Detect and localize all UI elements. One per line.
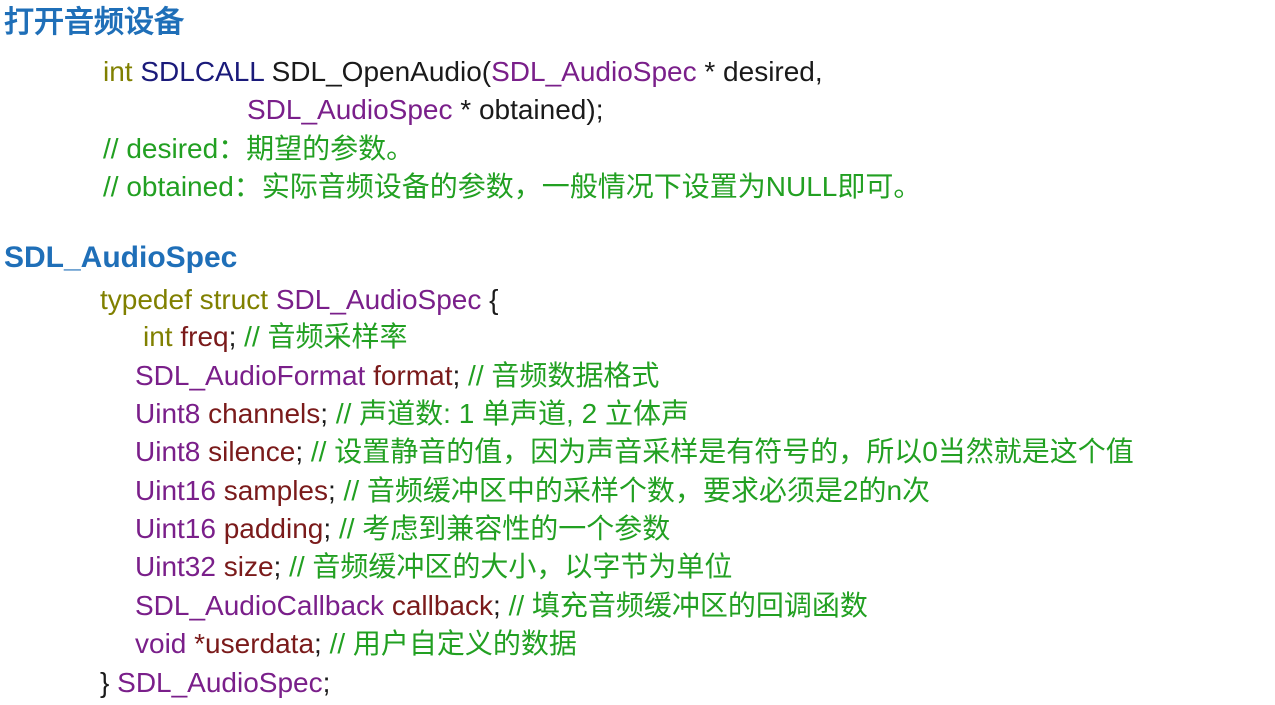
code-line-open-audio-signature: int SDLCALL SDL_OpenAudio(SDL_AudioSpec …	[103, 58, 823, 86]
section-heading-open-audio: 打开音频设备	[4, 6, 184, 39]
field-comment: // 用户自定义的数据	[329, 628, 577, 659]
close-brace: }	[100, 667, 110, 698]
semicolon: ;	[322, 667, 331, 698]
struct-field-format: SDL_AudioFormat format; // 音频数据格式	[135, 360, 660, 391]
field-type: int	[143, 321, 173, 352]
struct-field-size: Uint32 size; // 音频缓冲区的大小，以字节为单位	[135, 551, 733, 582]
field-type: SDL_AudioCallback	[135, 590, 385, 621]
struct-field-samples: Uint16 samples; // 音频缓冲区中的采样个数，要求必须是2的n次	[135, 475, 931, 506]
open-brace: {	[481, 284, 499, 315]
field-name: padding	[223, 513, 324, 544]
field-comment: // 考虑到兼容性的一个参数	[338, 513, 671, 544]
field-name: channels	[208, 398, 321, 429]
field-comment: // 填充音频缓冲区的回调函数	[508, 590, 868, 621]
comment-desired: // desired：期望的参数。	[103, 133, 415, 164]
field-comment: // 设置静音的值，因为声音采样是有符号的，所以0当然就是这个值	[310, 436, 1134, 467]
field-type: Uint16	[135, 475, 216, 506]
field-type: Uint8	[135, 436, 201, 467]
field-comment: // 音频缓冲区中的采样个数，要求必须是2的n次	[343, 475, 931, 506]
field-comment: // 音频采样率	[244, 321, 408, 352]
struct-field-channels: Uint8 channels; // 声道数: 1 单声道, 2 立体声	[135, 398, 689, 429]
comment-obtained: // obtained：实际音频设备的参数，一般情况下设置为NULL即可。	[103, 171, 922, 202]
code-line-typedef-close: } SDL_AudioSpec;	[100, 669, 330, 697]
field-name: format	[373, 360, 453, 391]
field-comment: // 音频数据格式	[468, 360, 660, 391]
section-heading-audiospec: SDL_AudioSpec	[4, 241, 238, 274]
code-line-open-audio-param2: SDL_AudioSpec * obtained);	[247, 96, 603, 124]
struct-name: SDL_AudioSpec	[275, 284, 482, 315]
field-name: callback	[391, 590, 493, 621]
param-obtained: * obtained);	[452, 94, 604, 125]
macro-sdlcall: SDLCALL	[140, 56, 264, 87]
type-audiospec: SDL_AudioSpec	[247, 94, 453, 125]
field-type: SDL_AudioFormat	[135, 360, 366, 391]
field-type: void	[135, 628, 187, 659]
type-audiospec: SDL_AudioSpec	[491, 56, 697, 87]
field-name: freq	[180, 321, 229, 352]
struct-field-freq: int freq; // 音频采样率	[143, 321, 408, 352]
field-type: Uint8	[135, 398, 201, 429]
field-name: size	[223, 551, 274, 582]
struct-field-userdata: void *userdata; // 用户自定义的数据	[135, 628, 577, 659]
code-line-typedef-open: typedef struct SDL_AudioSpec {	[100, 286, 499, 314]
field-type: Uint16	[135, 513, 216, 544]
param-desired: * desired,	[696, 56, 823, 87]
field-name: samples	[223, 475, 328, 506]
keyword-int: int	[103, 56, 133, 87]
struct-field-padding: Uint16 padding; // 考虑到兼容性的一个参数	[135, 513, 671, 544]
struct-alias: SDL_AudioSpec	[109, 667, 323, 698]
struct-field-callback: SDL_AudioCallback callback; // 填充音频缓冲区的回…	[135, 590, 868, 621]
field-type: Uint32	[135, 551, 216, 582]
function-name: SDL_OpenAudio(	[271, 56, 492, 87]
keyword-typedef-struct: typedef struct	[100, 284, 269, 315]
field-name: *userdata	[194, 628, 315, 659]
struct-field-silence: Uint8 silence; // 设置静音的值，因为声音采样是有符号的，所以0…	[135, 436, 1134, 467]
field-name: silence	[208, 436, 296, 467]
field-comment: // 声道数: 1 单声道, 2 立体声	[335, 398, 689, 429]
field-comment: // 音频缓冲区的大小，以字节为单位	[289, 551, 733, 582]
